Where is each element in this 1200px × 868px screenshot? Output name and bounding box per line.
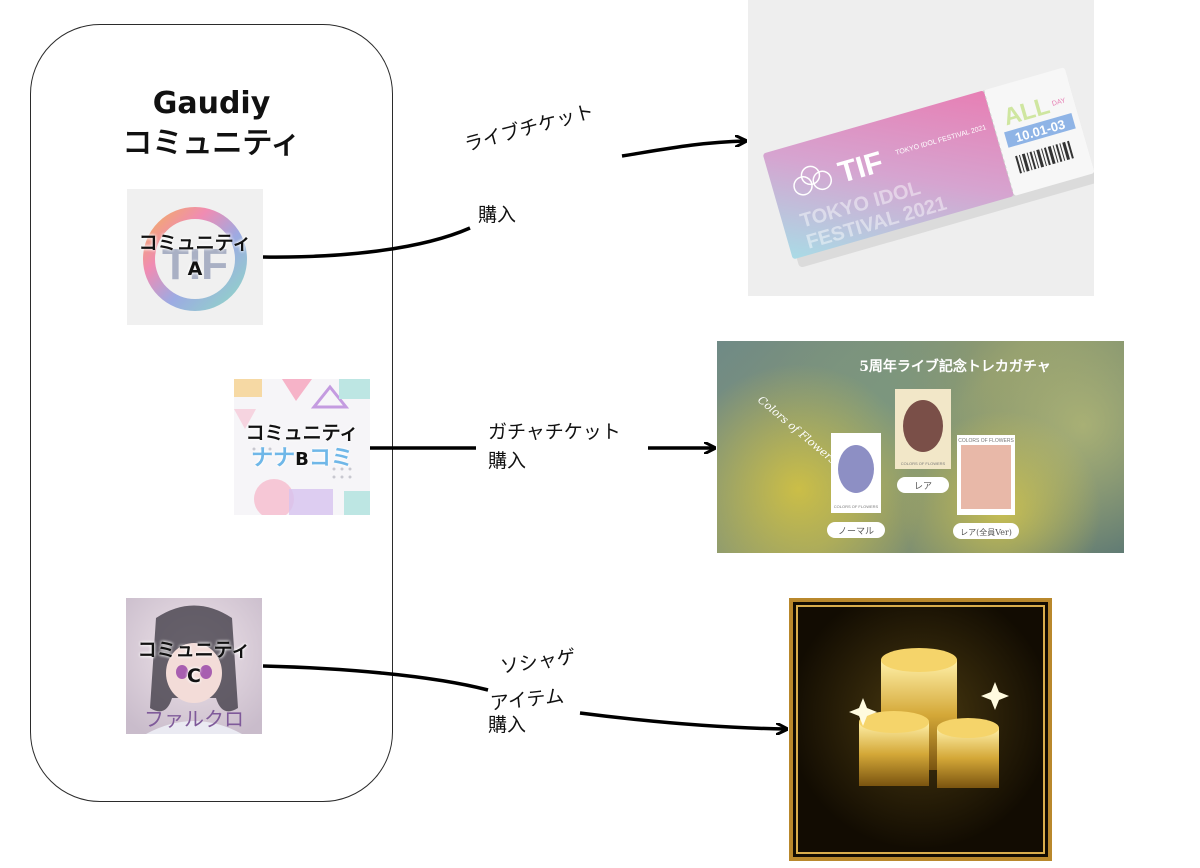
tif-logo-icon: TIF — [143, 207, 247, 311]
gacha-script-text: Colors of Flowers — [755, 393, 839, 466]
ticket-graphic: TIF TOKYO IDOL FESTIVAL 2021 TOKYO IDOL … — [763, 67, 1094, 268]
coin-stack-right — [937, 718, 999, 788]
falkuro-logo-text: ファルクロ — [144, 707, 244, 731]
gold-coins-icon — [796, 605, 1045, 854]
community-b-tile[interactable]: コミュニティ ナナBコミ — [234, 379, 370, 515]
community-b-label-row: ナナBコミ — [234, 447, 370, 472]
container-title: Gaudiy コミュニティ — [30, 84, 393, 164]
gacha-ticket-image: 5周年ライブ記念トレカガチャ Colors of Flowers COLORS … — [717, 341, 1124, 553]
falkuro-avatar-icon: ファルクロ — [126, 598, 262, 734]
title-line-1: Gaudiy — [152, 86, 271, 121]
community-c-tile[interactable]: ファルクロ コミュニティ C — [126, 598, 262, 734]
community-c-label-line2: C — [187, 665, 201, 687]
arrow-2-label-line2: 購入 — [488, 450, 527, 472]
arrow-2-label-line1: ガチャチケット — [488, 421, 621, 443]
arrow-1-head-line — [621, 141, 745, 158]
tif-logo-text: TIF — [162, 240, 228, 289]
gacha-card-3-sub: COLORS OF FLOWERS — [958, 438, 1014, 444]
arrow-3-line — [262, 664, 489, 692]
game-item-coins-image — [789, 598, 1052, 861]
arrow-1-label-line2: 購入 — [478, 204, 517, 226]
coin-stack-left — [859, 711, 929, 786]
gacha-card-1-sub: COLORS OF FLOWERS — [834, 504, 879, 509]
community-a-label-line2: A — [187, 258, 203, 280]
community-a-tile[interactable]: TIF コミュニティ A — [127, 189, 263, 325]
nanakomi-logo-icon — [234, 379, 370, 515]
arrow-3-label-line3: 購入 — [488, 714, 527, 736]
gacha-card-2-label: レア — [914, 482, 932, 492]
community-c-label-line1: コミュニティ — [137, 639, 251, 661]
title-line-2: コミュニティ — [122, 126, 301, 161]
gaudiy-community-container — [30, 24, 393, 802]
ticket-stub-day: DAY — [1051, 97, 1067, 108]
gacha-card-3-label: レア(全員Ver) — [960, 527, 1012, 537]
nanakomi-text-right: コミ — [308, 446, 353, 471]
live-ticket-image: TIF TOKYO IDOL FESTIVAL 2021 TOKYO IDOL … — [748, 0, 1094, 296]
gacha-graphic: 5周年ライブ記念トレカガチャ Colors of Flowers COLORS … — [755, 358, 1051, 539]
arrow-3-head-line — [579, 711, 786, 729]
community-b-label-line1: コミュニティ — [245, 422, 359, 444]
gacha-card-2-sub: COLORS OF FLOWERS — [901, 461, 946, 466]
gacha-card-1-label: ノーマル — [838, 527, 874, 537]
arrow-1-line — [262, 226, 471, 259]
gacha-title: 5周年ライブ記念トレカガチャ — [859, 358, 1051, 375]
community-a-label-line1: コミュニティ — [138, 232, 252, 254]
community-b-label-line2: B — [295, 449, 309, 470]
nanakomi-text-left: ナナ — [251, 446, 296, 471]
